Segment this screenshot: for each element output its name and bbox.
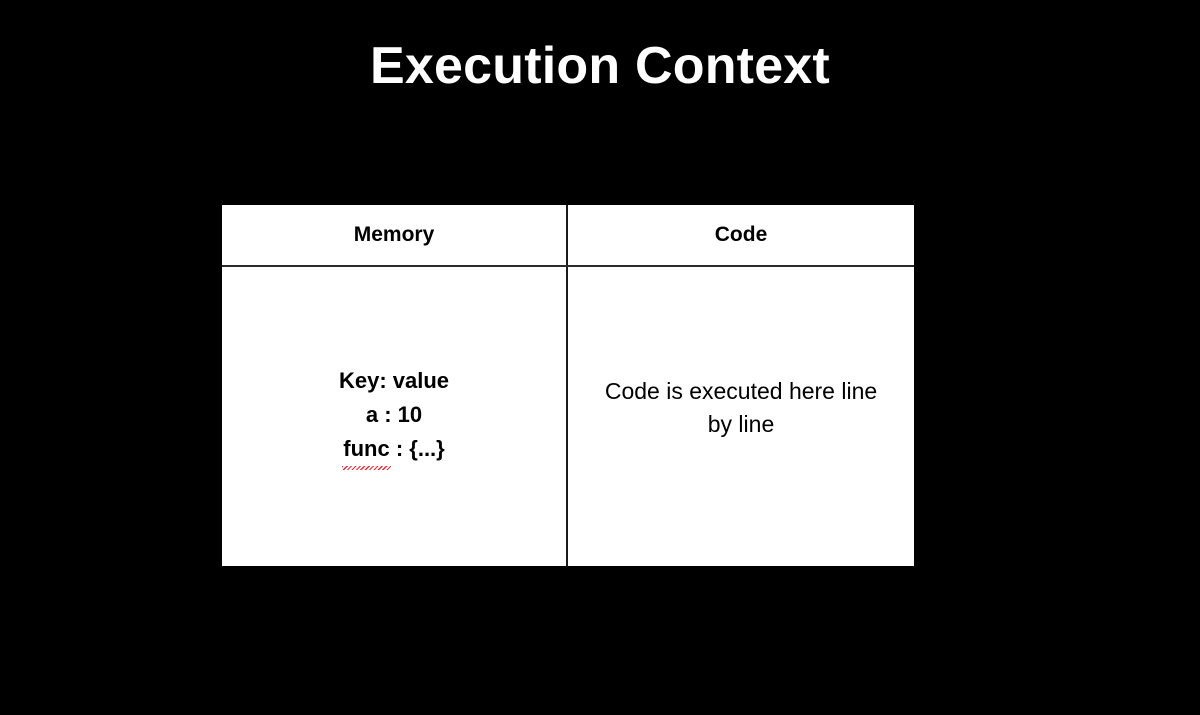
memory-entries: Key: value a : 10 func : {...}: [338, 364, 450, 470]
memory-cell: Key: value a : 10 func : {...}: [222, 267, 568, 566]
memory-entry-a: a : 10: [365, 401, 423, 427]
table-body-row: Key: value a : 10 func : {...} Code is e…: [222, 267, 914, 566]
execution-context-table: Memory Code Key: value a : 10 func : {..…: [222, 205, 914, 566]
page-title: Execution Context: [370, 37, 830, 95]
code-cell: Code is executed here line by line: [568, 267, 914, 566]
spellcheck-underline-icon: func: [342, 432, 392, 470]
memory-entry-key-value: Key: value: [338, 367, 450, 393]
memory-entry-func-value: : {...}: [389, 435, 445, 461]
code-cell-text: Code is executed here line by line: [604, 377, 878, 437]
memory-entry-func: func : {...}: [339, 432, 449, 470]
table-header-memory: Memory: [222, 205, 568, 265]
table-header-row: Memory Code: [222, 205, 914, 267]
table-header-code: Code: [714, 223, 768, 246]
